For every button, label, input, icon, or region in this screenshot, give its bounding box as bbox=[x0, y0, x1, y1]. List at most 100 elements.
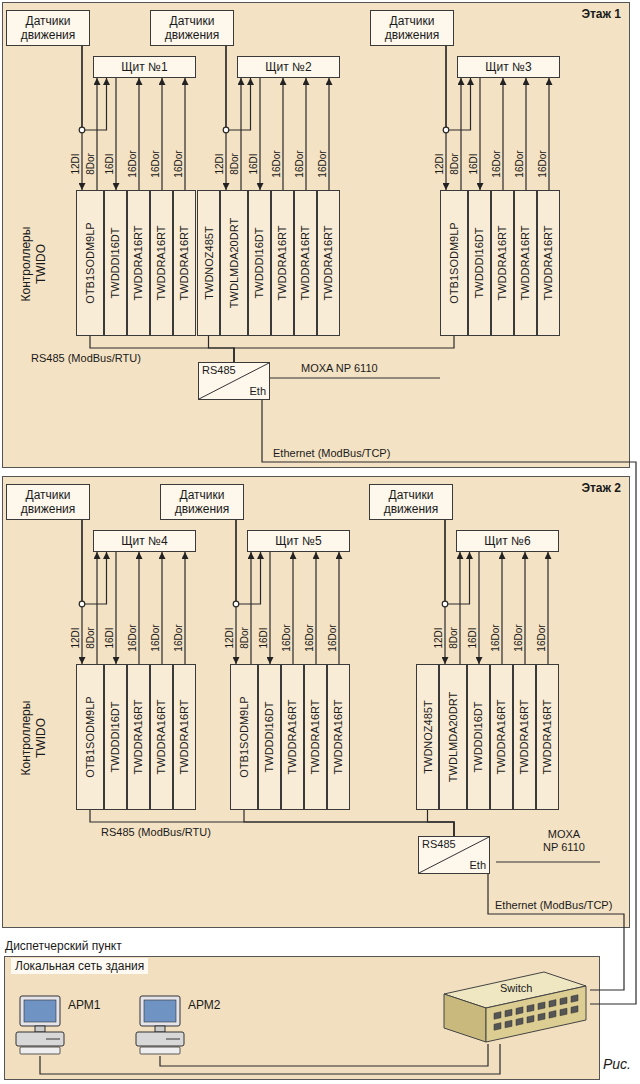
signal-label: 8Dor bbox=[448, 626, 459, 650]
junction-dot bbox=[233, 601, 239, 607]
signal-label: 16Dor bbox=[317, 149, 328, 178]
note-label: Контроллеры TWIDO bbox=[19, 220, 49, 308]
connector bbox=[82, 46, 107, 130]
plc-module: TWDDRA16RT bbox=[490, 664, 513, 810]
switch-icon bbox=[440, 968, 590, 1044]
plc-module-text: TWDDRA16RT bbox=[333, 700, 345, 775]
workstation-text: АРМ2 bbox=[188, 998, 220, 1012]
workstation: АРМ2 bbox=[136, 994, 220, 1056]
plc-module-text: TWDDRA16RT bbox=[179, 226, 191, 301]
sensor-box: Датчики движения bbox=[6, 484, 90, 520]
plc-module: TWDDRA16RT bbox=[514, 190, 537, 336]
connector bbox=[115, 78, 116, 190]
connector bbox=[234, 336, 454, 362]
plc-module-text: TWDDRA16RT bbox=[287, 700, 299, 775]
floor-band: Датчики движенияЩит №1 OTB1SODM9LP TWDDDI1… bbox=[2, 2, 630, 468]
connector bbox=[282, 78, 283, 190]
plc-module-text: TWDDRA16RT bbox=[543, 226, 555, 301]
sensor-box-text: Датчики движения bbox=[21, 488, 76, 516]
plc-module-text: TWDDRA16RT bbox=[277, 226, 289, 301]
signal-label: 12DI bbox=[214, 152, 225, 175]
connector bbox=[96, 78, 97, 190]
converter-box-text: Eth bbox=[202, 385, 266, 398]
plc-module: TWDDRA16RT bbox=[150, 190, 173, 336]
workstation: АРМ1 bbox=[16, 994, 100, 1056]
sensor-box-text: Датчики движения bbox=[165, 14, 220, 42]
signal-label: 16Dor bbox=[150, 149, 161, 178]
signal-label: 16Dor bbox=[304, 623, 315, 652]
plc-module-text: TWDDRA16RT bbox=[496, 700, 508, 775]
connector bbox=[209, 336, 235, 362]
leader-line bbox=[270, 377, 440, 378]
floor-band: Датчики движенияЩит №4OTB1SODM9LPTWDDDI1… bbox=[2, 476, 630, 928]
plc-module: TWDDDI16DT bbox=[104, 664, 127, 810]
floor-band-text: Этаж 2 bbox=[11, 481, 621, 495]
junction-dot bbox=[79, 127, 85, 133]
lan-area-text: Локальная сеть здания bbox=[11, 958, 148, 974]
connector bbox=[226, 46, 251, 130]
panel-box-text: Щит №1 bbox=[121, 60, 167, 74]
plc-module-text: TWDDRA16RT bbox=[156, 226, 168, 301]
plc-module: TWDDRA16RT bbox=[536, 664, 559, 810]
sensor-box: Датчики движения bbox=[160, 484, 244, 520]
connector bbox=[161, 78, 162, 190]
panel-box-text: Щит №6 bbox=[484, 534, 530, 548]
network-switch: Switch bbox=[440, 968, 590, 1044]
connector bbox=[244, 810, 454, 836]
sensor-box-text: Датчики движения bbox=[384, 488, 439, 516]
signal-label: 16DI bbox=[468, 152, 479, 175]
plc-module-text: TWDDRA16RT bbox=[310, 700, 322, 775]
sensor-box: Датчики движения bbox=[150, 10, 234, 46]
plc-module: OTB1SODM9LP bbox=[440, 190, 468, 336]
connector bbox=[501, 552, 502, 664]
workstation-text: АРМ1 bbox=[68, 998, 100, 1012]
signal-label: 8Dor bbox=[239, 626, 250, 650]
sensor-box: Датчики движения bbox=[369, 484, 453, 520]
converter-box-text: Eth bbox=[422, 859, 486, 872]
plc-module-text: OTB1SODM9LP bbox=[238, 696, 250, 777]
connector bbox=[184, 552, 185, 664]
signal-label: 16Dor bbox=[127, 149, 138, 178]
connector bbox=[478, 552, 479, 664]
signal-label: 16Dor bbox=[537, 149, 548, 178]
plc-module: TWDDRA16RT bbox=[127, 664, 150, 810]
connector bbox=[428, 810, 455, 836]
signal-label: 16Dor bbox=[490, 623, 501, 652]
connector bbox=[262, 400, 636, 1004]
connector bbox=[338, 552, 339, 664]
bus-label: Ethernet (ModBus/TCP) bbox=[494, 899, 613, 912]
panel-box: Щит №1 bbox=[93, 56, 196, 78]
signal-label: 16Dor bbox=[150, 623, 161, 652]
note-label: Контроллеры TWIDO bbox=[19, 694, 49, 782]
plc-module: TWDLMDA20DRT bbox=[439, 664, 467, 810]
plc-module: TWDDRA16RT bbox=[491, 190, 514, 336]
panel-box-text: Щит №2 bbox=[265, 60, 311, 74]
plc-module: TWDDRA16RT bbox=[271, 190, 294, 336]
signal-label: 16Dor bbox=[327, 623, 338, 652]
plc-module: TWDDDI16DT bbox=[258, 664, 281, 810]
junction-dot bbox=[79, 601, 85, 607]
signal-label: 12DI bbox=[70, 152, 81, 175]
connector bbox=[460, 78, 461, 190]
plc-module-text: TWDDRA16RT bbox=[300, 226, 312, 301]
plc-module-text: TWDDRA16RT bbox=[179, 700, 191, 775]
plc-module-text: TWDDRA16RT bbox=[133, 226, 145, 301]
connector bbox=[479, 78, 480, 190]
connector bbox=[459, 552, 460, 664]
connector bbox=[445, 520, 470, 604]
plc-module: TWDDRA16RT bbox=[281, 664, 304, 810]
plc-module: TWDLMDA20DRT bbox=[220, 190, 248, 336]
plc-module-text: OTB1SODM9LP bbox=[84, 696, 96, 777]
junction-dot bbox=[443, 127, 449, 133]
connector bbox=[250, 552, 251, 664]
connector bbox=[96, 552, 97, 664]
signal-label: 16Dor bbox=[536, 623, 547, 652]
plc-module-text: TWDDDI16DT bbox=[254, 228, 266, 299]
plc-module-text: TWDDDI16DT bbox=[264, 702, 276, 773]
connector bbox=[315, 552, 316, 664]
signal-label: 8Dor bbox=[85, 626, 96, 650]
plc-module: TWDDRA16RT bbox=[150, 664, 173, 810]
signal-label: 16DI bbox=[248, 152, 259, 175]
plc-module: OTB1SODM9LP bbox=[76, 664, 104, 810]
signal-label: 16DI bbox=[104, 626, 115, 649]
